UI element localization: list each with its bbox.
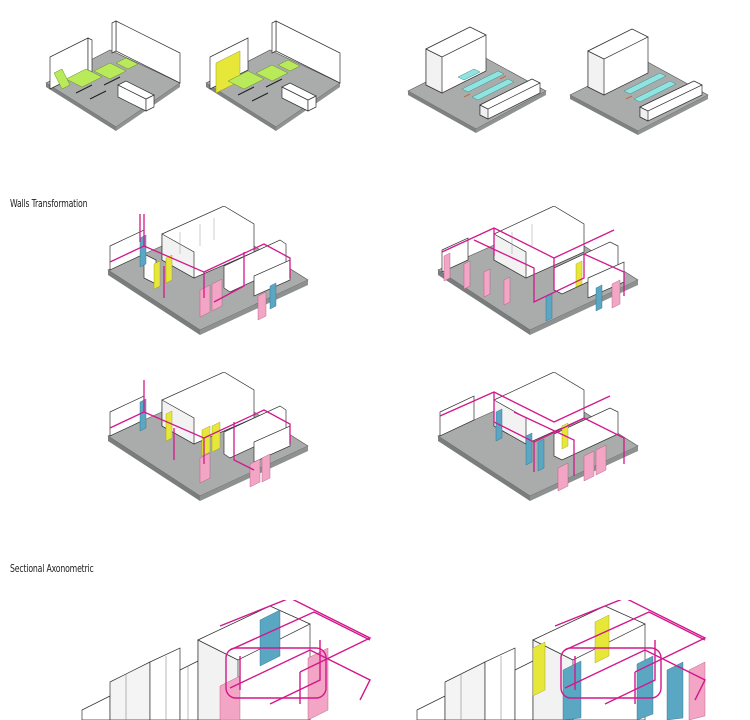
room-walls: [587, 28, 703, 122]
green-seat-accent: [227, 59, 301, 90]
green-seat-accent: [53, 57, 139, 90]
room-floor: [407, 54, 547, 133]
cyan-seat-accent: [623, 72, 677, 103]
room-study-1: [45, 20, 181, 131]
walls-plan-2: [437, 206, 639, 335]
walls-plan-3: [107, 372, 309, 501]
sectional-axo-2: [416, 600, 707, 720]
section-label-sectional-axonometric: Sectional Axonometric: [10, 563, 94, 575]
cyan-seat-accent: [457, 68, 515, 101]
room-study-4: [569, 28, 709, 135]
walls-plan-1: [107, 206, 309, 335]
sectional-axo-1: [81, 600, 372, 720]
room-study-2: [205, 20, 341, 131]
room-walls: [425, 26, 541, 120]
room-floor: [569, 58, 709, 135]
room-walls: [49, 20, 181, 112]
walls-plan-4: [437, 372, 639, 501]
room-study-3: [407, 26, 547, 133]
section-label-walls-transformation: Walls Transformation: [10, 198, 88, 210]
